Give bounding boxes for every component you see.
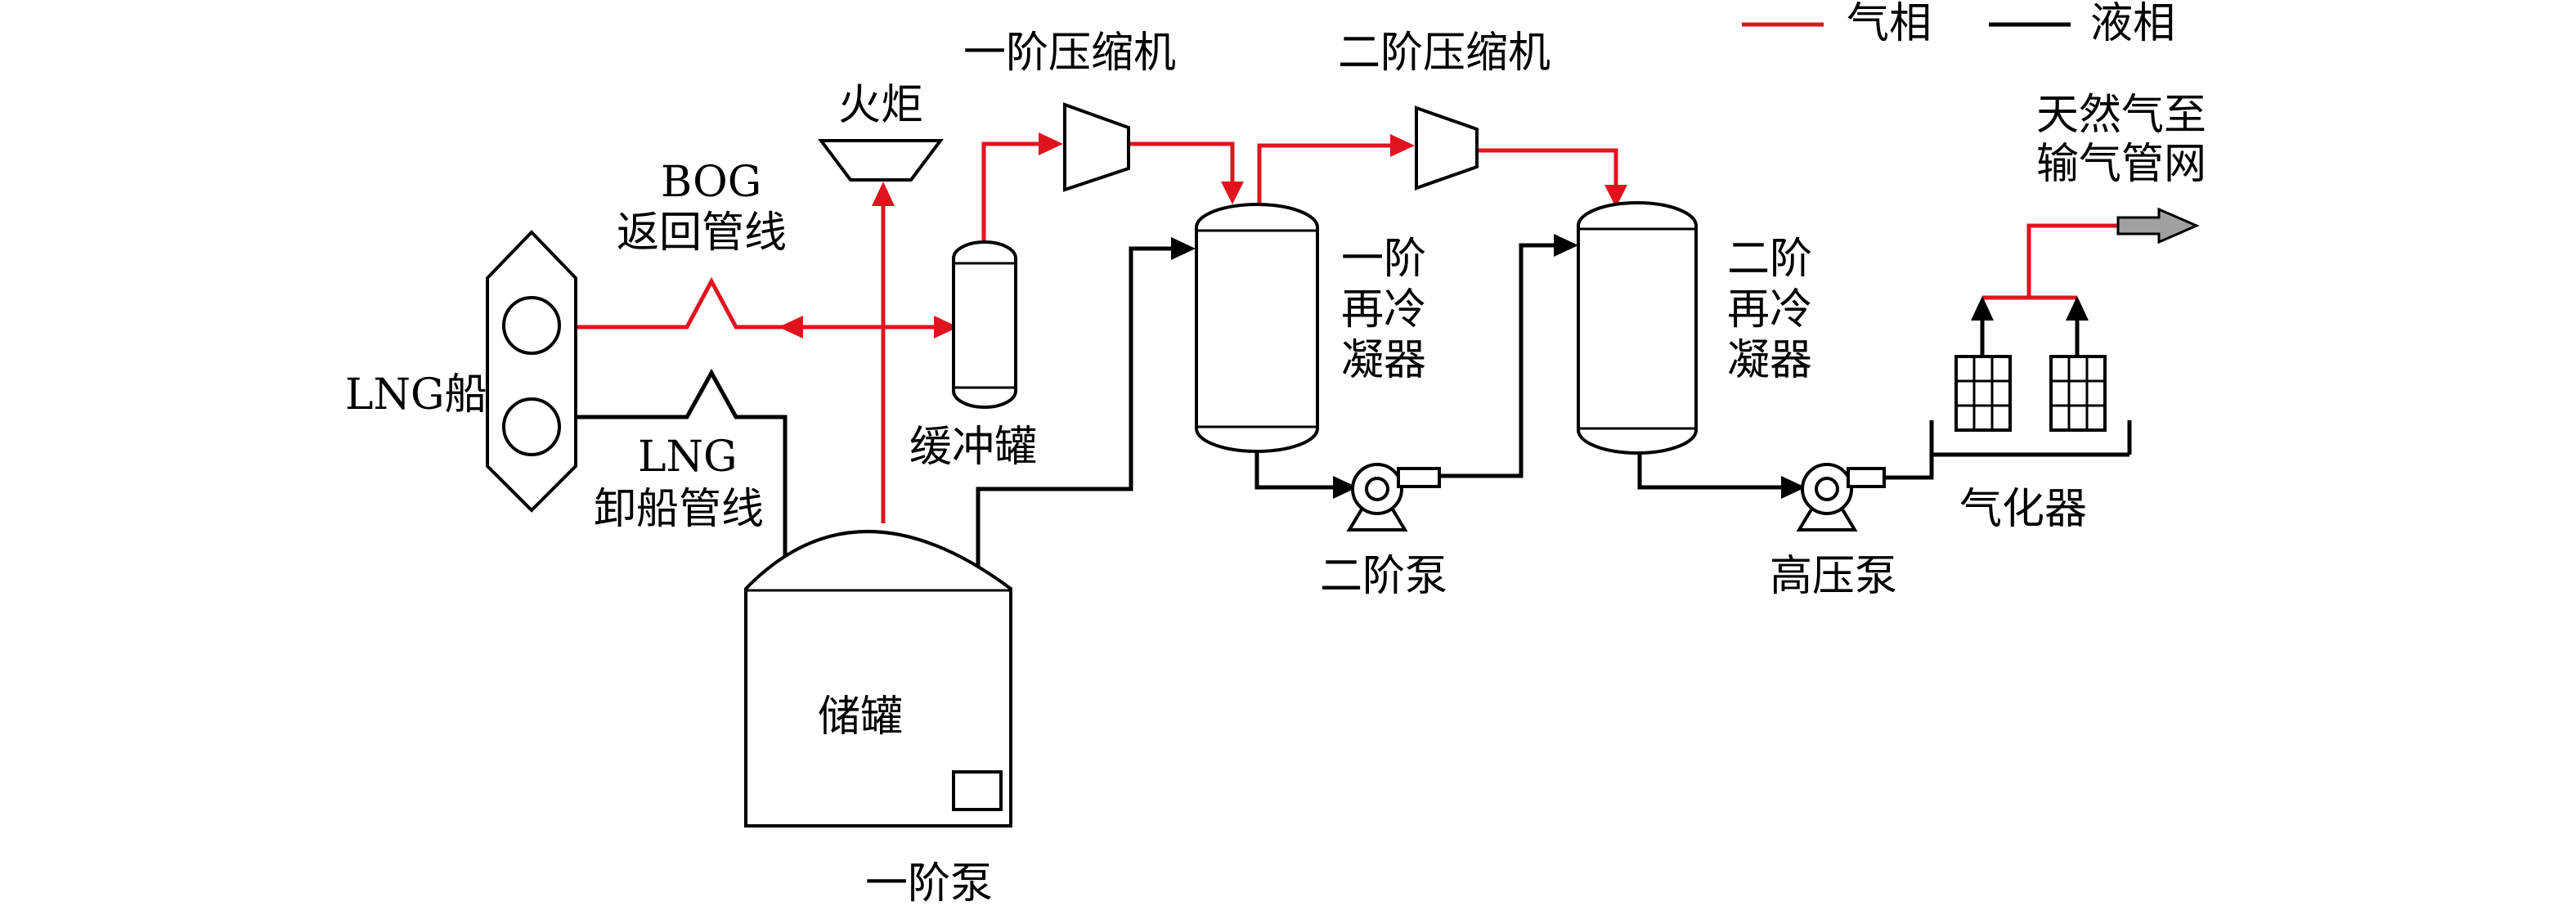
lng-line-label-2: 卸船管线	[594, 485, 764, 534]
stage2-recondenser	[1577, 201, 1698, 455]
recondenser1-to-compressor2-line	[1257, 143, 1398, 206]
flare	[818, 139, 944, 182]
stage1-compressor	[1063, 102, 1130, 192]
hp-pump-to-vaporizer-line	[1881, 452, 2129, 480]
stage1-recondenser-label-1: 一阶	[1341, 235, 1426, 284]
lng-ship	[486, 230, 577, 513]
vaporizer-label: 气化器	[1959, 485, 2087, 534]
stage2-recondenser-label-1: 二阶	[1727, 235, 1812, 284]
stage1-pump-label: 一阶泵	[865, 859, 993, 908]
stage2-pump-label: 二阶泵	[1320, 552, 1447, 601]
recondenser2-to-hp-pump-line	[1637, 451, 1788, 490]
storage-tank-label: 储罐	[818, 693, 903, 742]
legend: 气相 液相	[1742, 0, 2175, 48]
storage-tank	[744, 530, 1012, 828]
stage1-recondenser-label-3: 凝器	[1341, 336, 1426, 385]
arrow-into-recondenser1-liquid	[1171, 237, 1196, 260]
compressor2-to-recondenser2-line	[1476, 148, 1618, 190]
gas-to-grid-label-2: 输气管网	[2036, 140, 2206, 189]
arrow-header-left	[779, 316, 803, 339]
stage2-recondenser-label-3: 凝器	[1727, 336, 1812, 385]
stage2-pump-to-recondenser2-line	[1439, 243, 1560, 478]
gas-to-grid-label-1: 天然气至	[2036, 91, 2206, 140]
gas-to-grid-line	[2026, 223, 2118, 298]
arrow-vaporizer1-up	[1971, 296, 1994, 321]
stage1-recondenser	[1195, 203, 1319, 453]
arrow-vaporizer2-up	[2066, 296, 2089, 321]
stage1-recondenser-label-2: 再冷	[1341, 285, 1426, 334]
flare-label: 火炬	[838, 81, 923, 130]
buffer-tank	[952, 240, 1017, 409]
vaporizer-2	[2049, 355, 2107, 432]
bog-line-label-1: BOG	[661, 158, 761, 207]
lng-ship-label: LNG船	[345, 370, 487, 419]
legend-gas-label: 气相	[1847, 0, 1932, 48]
stage1-pump	[952, 770, 1003, 811]
high-pressure-pump-label: 高压泵	[1770, 552, 1897, 601]
arrow-into-compressor2	[1390, 134, 1415, 157]
lng-unloading-line	[577, 368, 788, 638]
vaporizer-1	[1954, 355, 2012, 432]
compressor1-to-recondenser1-line	[1129, 141, 1235, 186]
arrow-into-flare	[872, 182, 895, 206]
bog-return-line	[577, 276, 793, 330]
buffer-tank-label: 缓冲罐	[909, 423, 1037, 472]
arrow-header-right	[934, 316, 958, 339]
gas-to-grid-arrow	[2116, 207, 2200, 244]
stage2-compressor	[1415, 105, 1479, 191]
arrow-into-stage2-pump	[1333, 476, 1358, 499]
arrow-into-recondenser2	[1604, 185, 1627, 208]
buffer-to-compressor1-line	[981, 141, 1048, 245]
arrow-into-hp-pump	[1781, 476, 1806, 499]
arrow-into-compressor1	[1039, 132, 1063, 155]
high-pressure-pump	[1796, 463, 1886, 532]
stage2-recondenser-label-2: 再冷	[1727, 285, 1812, 334]
arrow-into-recondenser2-liquid	[1554, 234, 1578, 257]
lng-line-label-1: LNG	[638, 433, 738, 482]
stage1-compressor-label: 一阶压缩机	[963, 29, 1176, 78]
arrow-into-recondenser1	[1221, 182, 1244, 204]
legend-liquid-label: 液相	[2090, 0, 2175, 48]
stage2-pump	[1346, 463, 1441, 532]
recondenser1-to-stage2-pump-line	[1254, 450, 1340, 490]
bog-line-label-2: 返回管线	[617, 209, 787, 258]
stage2-compressor-label: 二阶压缩机	[1338, 29, 1551, 78]
